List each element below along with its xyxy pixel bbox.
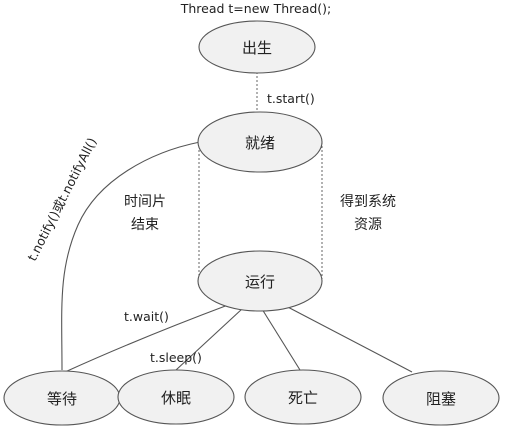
notify-connector — [61, 141, 201, 371]
sleep-connector — [175, 308, 243, 371]
state-blocked — [382, 370, 500, 426]
state-born-label: 出生 — [242, 39, 272, 57]
start-label: t.start() — [267, 91, 315, 106]
timeslice-label-line1: 时间片 — [124, 194, 166, 210]
state-ready-label: 就绪 — [245, 134, 275, 152]
wait-connector — [64, 304, 229, 373]
blocked-connector — [281, 303, 413, 373]
state-born — [198, 20, 316, 74]
state-dead-label: 死亡 — [288, 389, 318, 407]
state-ready — [197, 111, 323, 173]
sleep-label: t.sleep() — [150, 350, 202, 365]
resource-label-line1: 得到系统 — [340, 193, 396, 210]
state-sleeping-label: 休眠 — [161, 389, 191, 407]
state-running — [197, 250, 323, 312]
dead-connector — [261, 308, 301, 371]
diagram-title: Thread t=new Thread(); — [180, 1, 332, 16]
state-sleeping — [117, 369, 235, 425]
state-waiting-label: 等待 — [47, 390, 77, 408]
resource-label-line2: 资源 — [354, 217, 382, 233]
notify-label: t.notify()或t.notifyAll() — [24, 135, 99, 263]
wait-label: t.wait() — [124, 309, 169, 324]
timeslice-label-line2: 结束 — [131, 217, 159, 233]
state-dead — [244, 369, 362, 425]
state-blocked-label: 阻塞 — [426, 390, 456, 408]
state-running-label: 运行 — [245, 273, 275, 291]
